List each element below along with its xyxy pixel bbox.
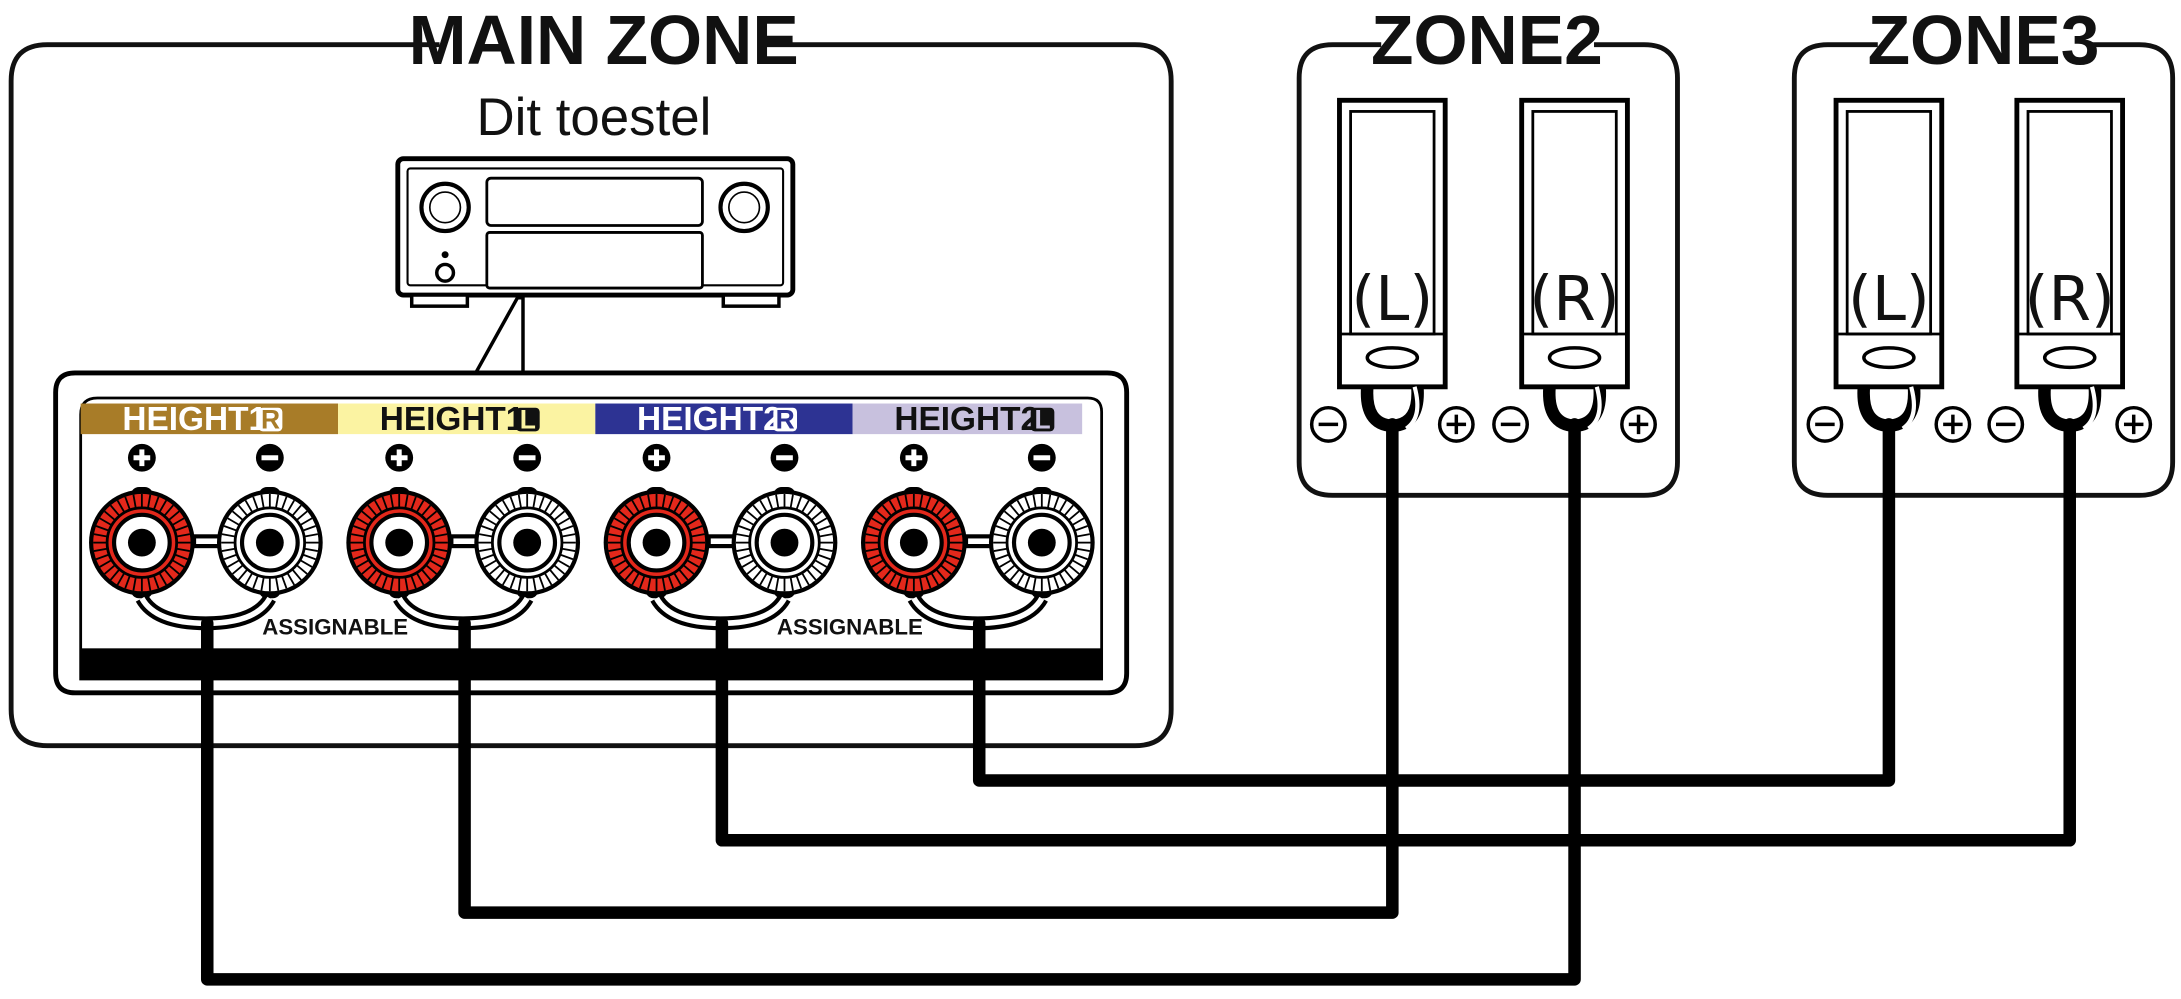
wire-height1-r-to-zone2-r	[200, 418, 1581, 986]
callout-leader	[474, 296, 525, 374]
receiver-unit	[395, 156, 796, 308]
badge-r: R	[776, 405, 795, 435]
main-zone-frame	[8, 42, 1174, 749]
plus-icon	[642, 443, 671, 472]
minus-icon	[1806, 405, 1844, 443]
badge-l: L	[1034, 405, 1050, 435]
speaker-terminal-panel: HEIGHT1 R HEIGHT1 L HEIGHT2 R HEIGHT2 L	[53, 370, 1130, 696]
badge-l: L	[520, 405, 536, 435]
minus-icon	[1309, 405, 1347, 443]
assignable-label: ASSIGNABLE	[777, 614, 923, 639]
speaker-channel-label: (R)	[1529, 264, 1619, 335]
main-zone-title: MAIN ZONE	[409, 1, 799, 79]
minus-icon	[1987, 405, 2025, 443]
minus-icon	[255, 443, 284, 472]
binding-posts	[89, 486, 1095, 631]
speaker-zone3-right: (R)	[1987, 97, 2153, 443]
speaker-channel-label: (L)	[1848, 264, 1930, 335]
plus-icon	[1934, 405, 1972, 443]
wire-height2-l-to-zone3-l	[972, 418, 1896, 787]
plus-icon	[2115, 405, 2153, 443]
binding-post-positive[interactable]	[860, 486, 967, 599]
speaker-zone2-left: (L)	[1309, 97, 1475, 443]
minus-icon	[513, 443, 542, 472]
svg-text:HEIGHT2: HEIGHT2	[894, 401, 1039, 438]
plus-icon	[899, 443, 928, 472]
band-height1-l	[337, 403, 596, 435]
band-label-height2-l: HEIGHT2 L	[894, 401, 1055, 438]
speaker-zone3-left: (L)	[1806, 97, 1972, 443]
minus-icon	[1027, 443, 1056, 472]
band-label-height1-l: HEIGHT1 L	[380, 401, 540, 438]
speaker-channel-label: (R)	[2025, 264, 2115, 335]
binding-post-negative[interactable]	[988, 486, 1095, 599]
band-label-height1-r: HEIGHT1 R	[122, 401, 283, 438]
zone2-title: ZONE2	[1371, 1, 1603, 79]
svg-text:HEIGHT1: HEIGHT1	[122, 401, 267, 438]
power-button-icon	[435, 251, 456, 283]
plus-icon	[1437, 405, 1475, 443]
zone3: ZONE3 (L) (R)	[1791, 1, 2176, 498]
speaker-wiring	[200, 418, 2076, 986]
wire-height2-r-to-zone3-r	[715, 418, 2076, 847]
assignable-label: ASSIGNABLE	[262, 614, 408, 639]
knob-icon	[419, 181, 471, 234]
binding-post-negative[interactable]	[731, 486, 838, 599]
binding-post-positive[interactable]	[346, 486, 453, 599]
binding-post-positive[interactable]	[89, 486, 195, 599]
zone3-title: ZONE3	[1868, 1, 2100, 79]
main-zone: MAIN ZONE Dit toestel	[8, 1, 1174, 749]
band-height2-r	[595, 403, 853, 435]
binding-post-positive[interactable]	[603, 486, 710, 599]
zone2-frame	[1296, 42, 1680, 498]
band-height1-r	[80, 403, 338, 435]
wire-height1-l-to-zone2-l	[458, 418, 1399, 919]
knob-icon	[718, 181, 770, 234]
plus-icon	[1620, 405, 1657, 443]
binding-post-negative[interactable]	[474, 486, 581, 599]
zone3-frame	[1791, 42, 2176, 498]
binding-post-negative[interactable]	[216, 486, 323, 599]
svg-text:HEIGHT1: HEIGHT1	[380, 401, 525, 438]
minus-icon	[770, 443, 799, 472]
speaker-zone2-right: (R)	[1492, 97, 1657, 443]
device-label: Dit toestel	[476, 88, 711, 147]
svg-text:HEIGHT2: HEIGHT2	[637, 401, 782, 438]
speaker-channel-label: (L)	[1351, 264, 1433, 335]
zone2: ZONE2 (L) (R)	[1296, 1, 1680, 498]
plus-icon	[385, 443, 414, 472]
badge-r: R	[261, 405, 280, 435]
band-label-height2-r: HEIGHT2 R	[637, 401, 798, 438]
minus-icon	[1492, 405, 1529, 443]
plus-icon	[127, 443, 156, 472]
